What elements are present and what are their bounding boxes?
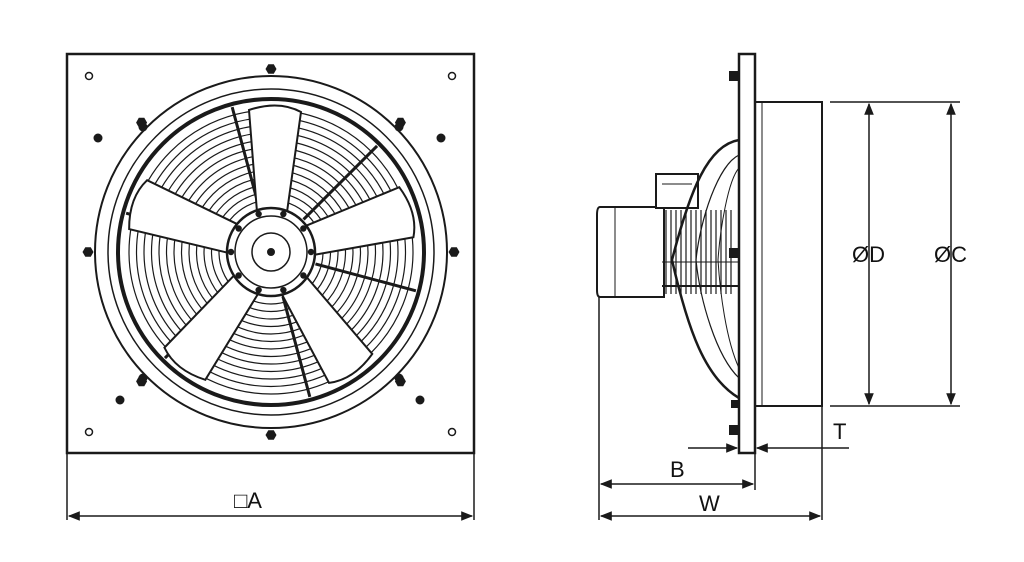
hub-bolt xyxy=(255,286,262,294)
grille-strut xyxy=(281,296,312,398)
motor-housing xyxy=(596,206,665,298)
label-diameter-c: ØC xyxy=(934,242,967,267)
fan-blade xyxy=(163,273,261,382)
corner-hole-br xyxy=(447,427,457,437)
front-view xyxy=(65,52,476,455)
plate-bolt xyxy=(138,373,148,383)
dimension-a xyxy=(66,453,475,521)
ring-bolt xyxy=(82,247,94,257)
shaft xyxy=(267,248,275,256)
terminal-box xyxy=(655,173,699,209)
hub-bolt xyxy=(300,272,307,279)
corner-hole-tr xyxy=(447,71,457,81)
mounting-plate xyxy=(65,52,476,455)
hub-bolt xyxy=(235,225,242,232)
label-b: B xyxy=(670,457,685,482)
ring-bolt xyxy=(448,247,460,257)
label-diameter-d: ØD xyxy=(852,242,885,267)
hub-bolt xyxy=(235,272,242,279)
inner-ring xyxy=(107,88,435,416)
plate-bolt xyxy=(93,133,103,143)
width-label: A xyxy=(247,488,262,513)
ring-bolt xyxy=(265,430,277,440)
hub-bolt xyxy=(227,248,235,256)
side-view xyxy=(596,52,823,455)
side-plate xyxy=(737,52,757,455)
label-t: T xyxy=(833,419,847,444)
plate-bolt xyxy=(415,395,425,405)
casing xyxy=(755,101,823,407)
plate-bolt xyxy=(394,122,404,132)
fan-blade xyxy=(280,274,374,384)
label-a: □A xyxy=(234,490,262,512)
hub-bolt xyxy=(300,225,307,232)
fan-blades xyxy=(128,104,416,384)
outer-ring xyxy=(94,75,448,429)
corner-hole-tl xyxy=(84,71,94,81)
fan-blade xyxy=(128,179,240,255)
ring-bolt xyxy=(265,64,277,74)
plate-bolt xyxy=(138,122,148,132)
hub-bolt xyxy=(255,210,262,218)
hub-bolts xyxy=(227,210,315,294)
motor-support xyxy=(670,138,740,400)
fan-blade xyxy=(303,185,416,256)
hub-bolt xyxy=(307,248,315,256)
corner-hole-bl xyxy=(84,427,94,437)
plate-bolt xyxy=(394,373,404,383)
plate-bolt xyxy=(436,133,446,143)
plate-bolt xyxy=(115,395,125,405)
hub-bolt xyxy=(280,210,287,218)
hub-bolt xyxy=(280,286,287,294)
venturi-ring xyxy=(116,97,426,407)
grille-strut xyxy=(315,262,417,293)
fan-blade xyxy=(247,104,303,213)
ring-bolts xyxy=(82,64,460,440)
grille-strut xyxy=(302,144,379,221)
square-symbol: □ xyxy=(234,488,248,513)
side-dimensions xyxy=(598,101,960,521)
label-w: W xyxy=(699,491,720,516)
motor-fins xyxy=(665,210,732,294)
hub-boss xyxy=(251,232,291,272)
